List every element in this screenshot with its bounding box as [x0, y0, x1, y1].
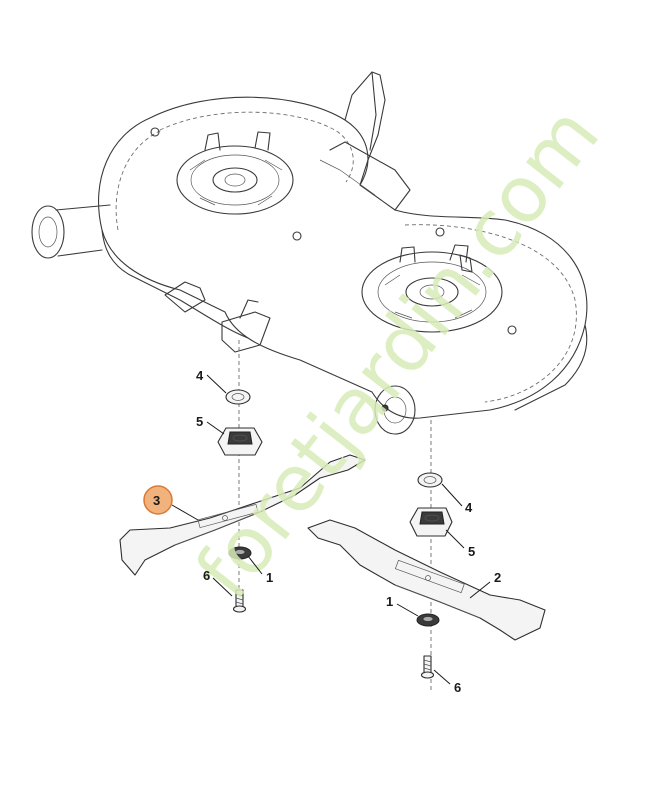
callout-5-right: 5: [468, 544, 475, 559]
callout-5-top: 5: [196, 414, 203, 429]
callout-4-top: 4: [196, 368, 204, 383]
callout-2: 2: [494, 570, 501, 585]
right-hub-part-5: [409, 507, 453, 537]
callout-4-right: 4: [465, 500, 473, 515]
callout-1-left: 1: [266, 570, 273, 585]
left-blade-part-3: [119, 454, 366, 576]
leader-lines: [171, 374, 491, 685]
callouts: 4 5 3 1 6 4 5 2 1 6: [143, 368, 501, 695]
right-washer-part-4: [417, 472, 443, 488]
left-bolt-part-6: [232, 589, 247, 613]
right-bolt-part-6: [420, 655, 435, 679]
right-blade-part-2: [307, 519, 546, 641]
callout-3-highlight: [143, 485, 173, 515]
callout-6-right: 6: [454, 680, 461, 695]
callout-3: 3: [153, 493, 160, 508]
mower-deck: [31, 71, 588, 435]
axis-lines: [238, 340, 432, 690]
left-nut-part-1: [228, 546, 252, 560]
callout-6-left: 6: [203, 568, 210, 583]
right-nut-part-1: [416, 613, 440, 627]
left-washer-part-4: [225, 389, 251, 405]
left-hub-part-5: [217, 427, 263, 456]
callout-1-right: 1: [386, 594, 393, 609]
